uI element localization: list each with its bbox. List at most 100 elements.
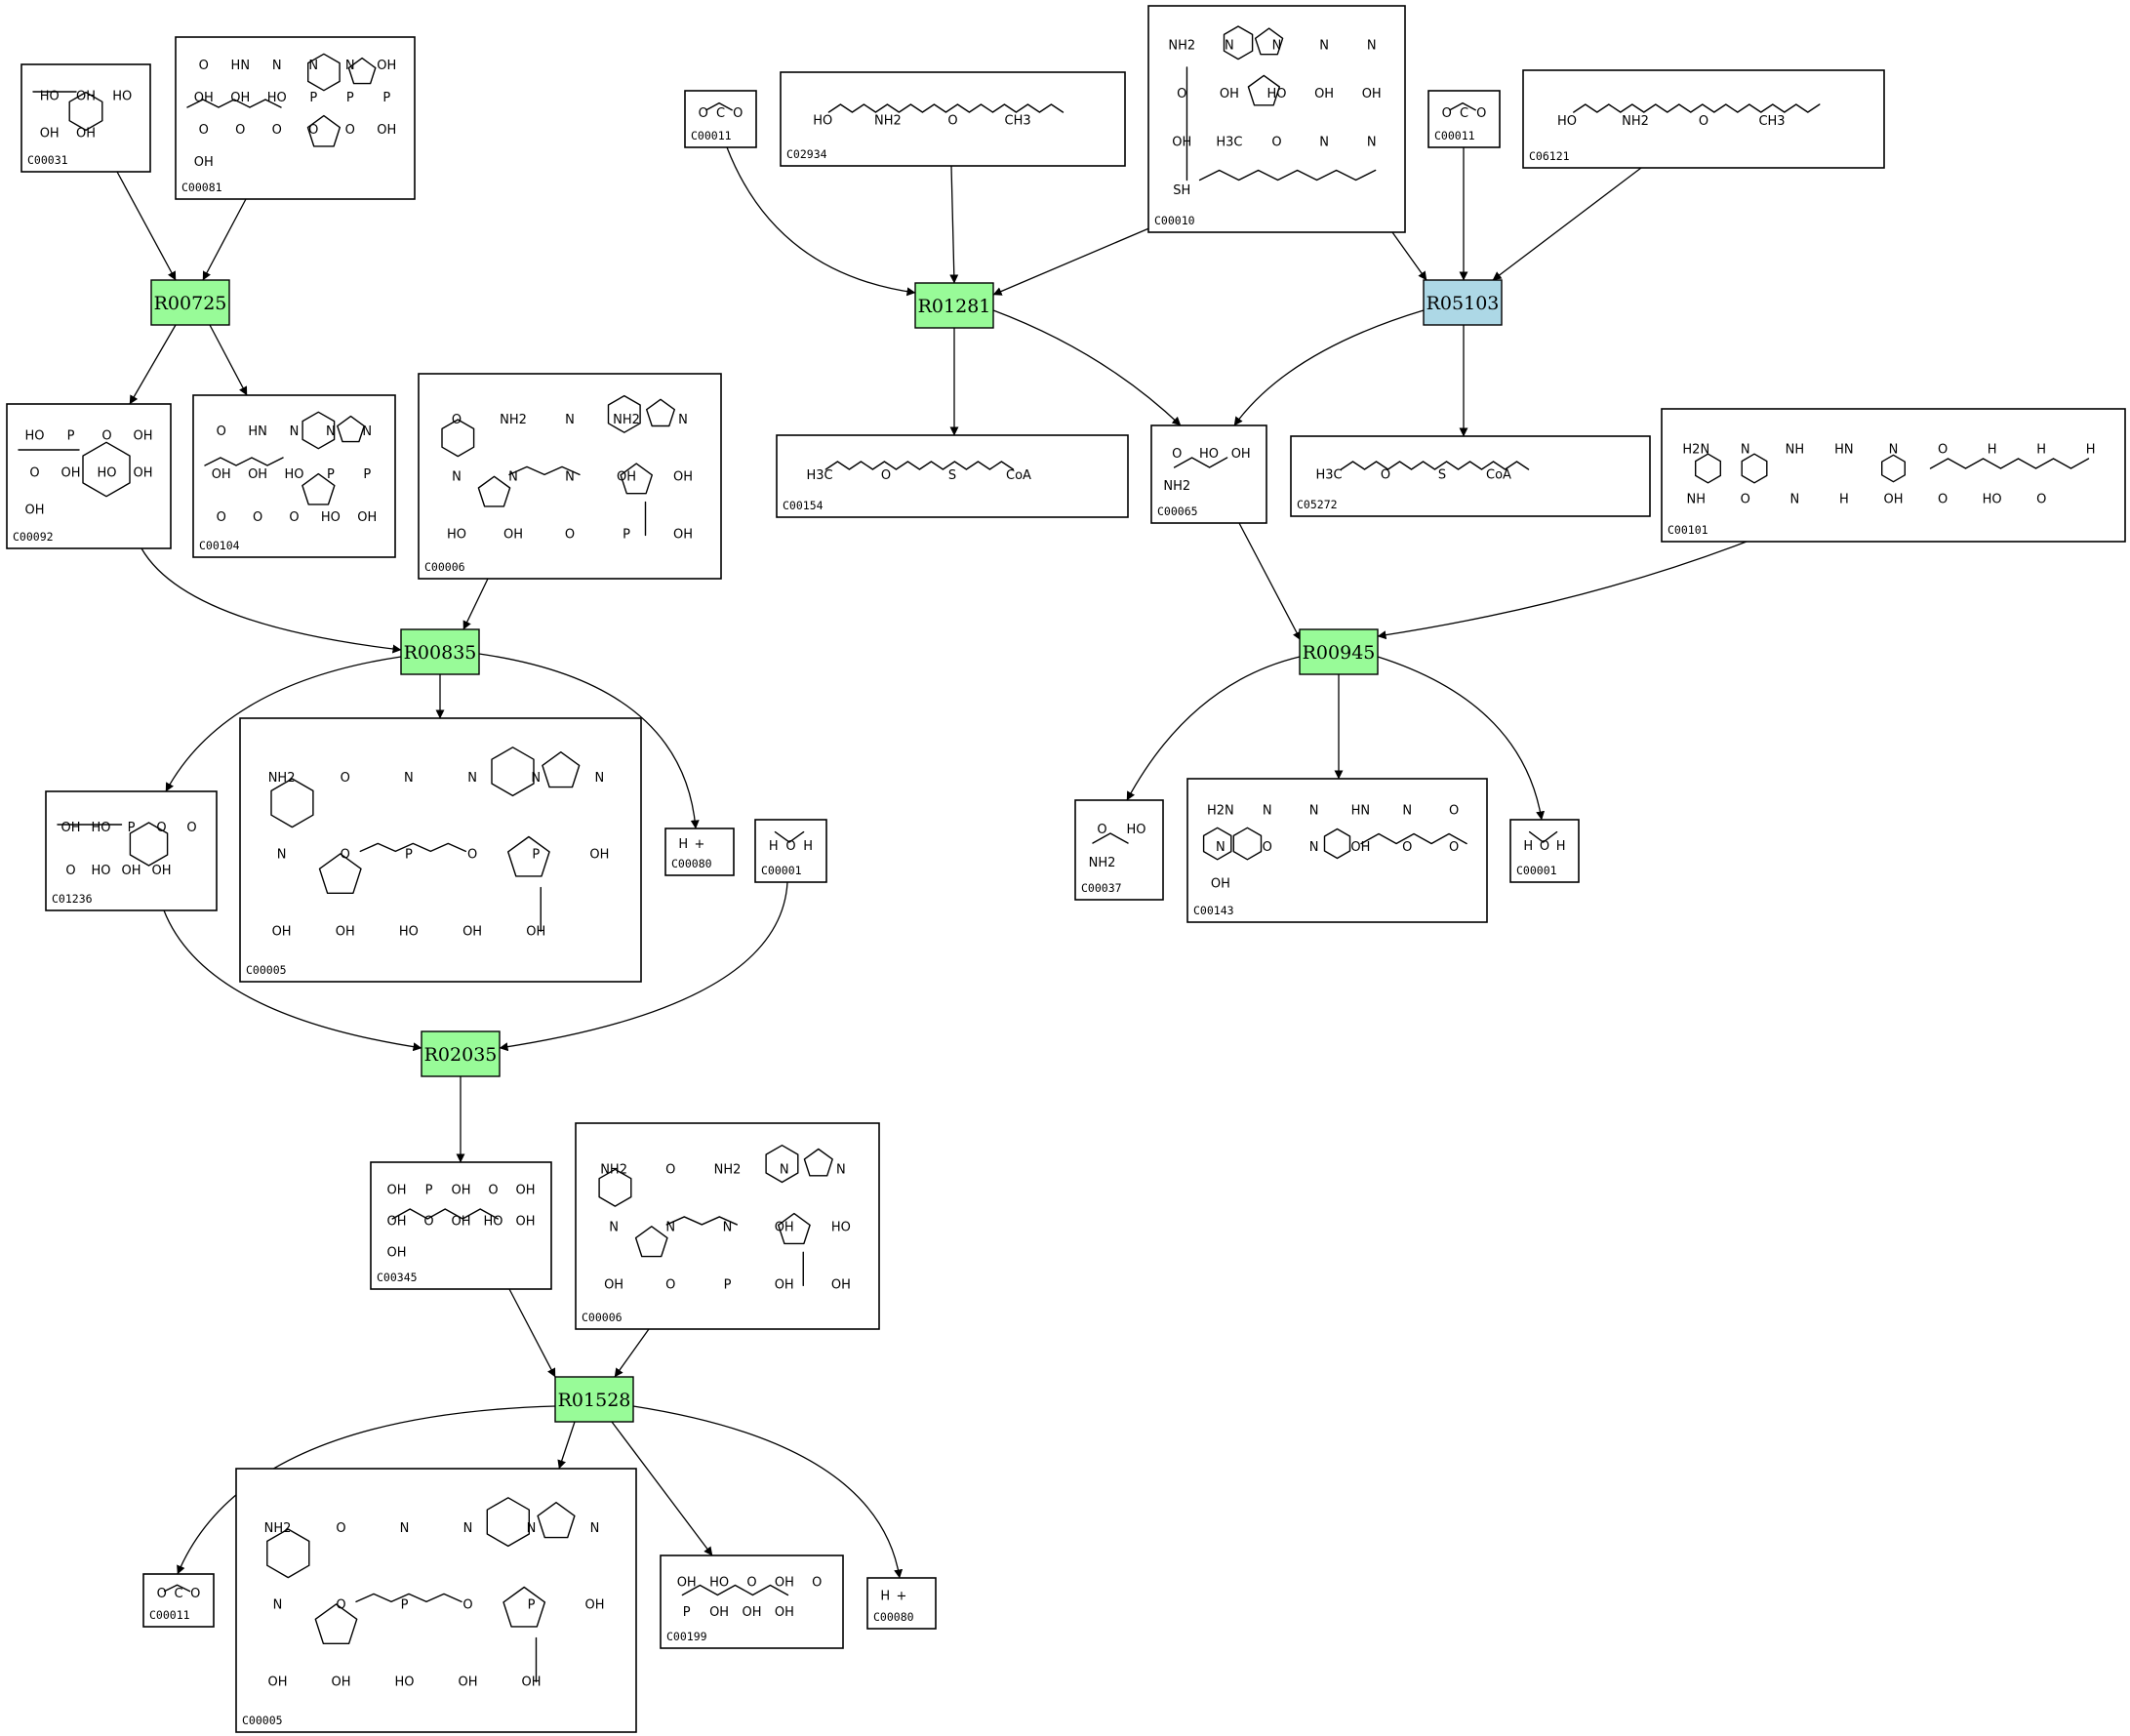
atom-label: O xyxy=(345,123,355,138)
bond-path xyxy=(486,1497,530,1548)
reaction-node-r00725[interactable]: R00725 xyxy=(150,279,230,326)
atom-label: OH xyxy=(775,1605,794,1620)
atom-label: OH xyxy=(194,155,214,170)
atom-label: OH xyxy=(24,504,44,518)
edge-r00835-to-c01236 xyxy=(165,656,402,792)
atom-label: NH xyxy=(1786,443,1805,458)
compound-box xyxy=(866,1577,937,1630)
bond-path xyxy=(681,1584,789,1596)
atom-label: P xyxy=(382,91,390,105)
atom-label: OH xyxy=(272,924,292,939)
bond-path xyxy=(1741,453,1768,484)
compound-box xyxy=(1509,819,1580,883)
atom-label: N xyxy=(508,470,518,485)
reaction-node-r01528[interactable]: R01528 xyxy=(554,1376,634,1423)
atom-label: O xyxy=(665,1277,675,1292)
atom-label: N xyxy=(308,59,318,73)
compound-box xyxy=(684,90,757,148)
atom-label: O xyxy=(699,106,708,121)
bond-path xyxy=(1695,453,1721,484)
atom-label: O xyxy=(1381,468,1390,483)
atom-label: OH xyxy=(1362,87,1382,101)
reaction-node-r01281[interactable]: R01281 xyxy=(914,282,994,329)
bond-path xyxy=(1247,74,1280,106)
atom-label: SH xyxy=(1173,183,1190,198)
atom-label: O xyxy=(2036,493,2046,507)
atom-label: NH2 xyxy=(714,1162,742,1177)
reaction-node-r05103[interactable]: R05103 xyxy=(1423,279,1503,326)
bond-path xyxy=(301,411,336,450)
atom-label: C xyxy=(716,106,725,121)
compound-node-c00080[interactable]: H+C00080 xyxy=(664,828,735,876)
compound-id-label: C00011 xyxy=(149,1608,190,1622)
compound-box xyxy=(1186,778,1488,923)
atom-label: OH xyxy=(775,1575,794,1590)
atom-label: CH3 xyxy=(1758,114,1785,129)
atom-label: H xyxy=(2036,443,2046,458)
compound-box xyxy=(1074,799,1164,901)
atom-label: P xyxy=(623,527,630,542)
reaction-node-r00835[interactable]: R00835 xyxy=(400,628,480,675)
edge-r01528-to-c00011 xyxy=(177,1405,556,1575)
bond-path xyxy=(634,1226,668,1258)
bond-path xyxy=(391,1208,499,1220)
compound-box xyxy=(6,403,172,549)
atom-label: OH xyxy=(604,1277,623,1292)
atom-label: O xyxy=(1263,840,1272,855)
compound-box xyxy=(1150,424,1267,524)
compound-box xyxy=(192,394,396,558)
compound-node-c00080[interactable]: H+C00080 xyxy=(866,1577,937,1630)
compound-id-label: C00345 xyxy=(377,1271,418,1284)
atom-label: P xyxy=(724,1277,732,1292)
atom-label: N xyxy=(326,424,336,439)
bond-path xyxy=(1340,461,1530,470)
reaction-box xyxy=(1299,628,1379,675)
bond-path xyxy=(507,835,550,877)
reaction-box xyxy=(554,1376,634,1423)
compound-id-label: C00006 xyxy=(424,560,465,574)
compound-box xyxy=(20,63,151,173)
atom-label: H xyxy=(803,839,813,854)
atom-label: H3C xyxy=(806,468,832,483)
atom-label: N xyxy=(609,1220,619,1234)
atom-label: O xyxy=(341,771,350,786)
atom-label: N xyxy=(362,424,372,439)
compound-id-label: C01236 xyxy=(52,892,93,906)
atom-label: O xyxy=(1476,106,1486,121)
edge-r05103-to-c00065 xyxy=(1233,309,1425,426)
reaction-node-r00945[interactable]: R00945 xyxy=(1299,628,1379,675)
bond-path xyxy=(441,419,475,458)
reaction-node-r02035[interactable]: R02035 xyxy=(421,1030,501,1077)
edge-c00065-to-r00945 xyxy=(1238,522,1302,641)
atom-label: HO xyxy=(267,91,287,105)
atom-label: O xyxy=(881,468,891,483)
